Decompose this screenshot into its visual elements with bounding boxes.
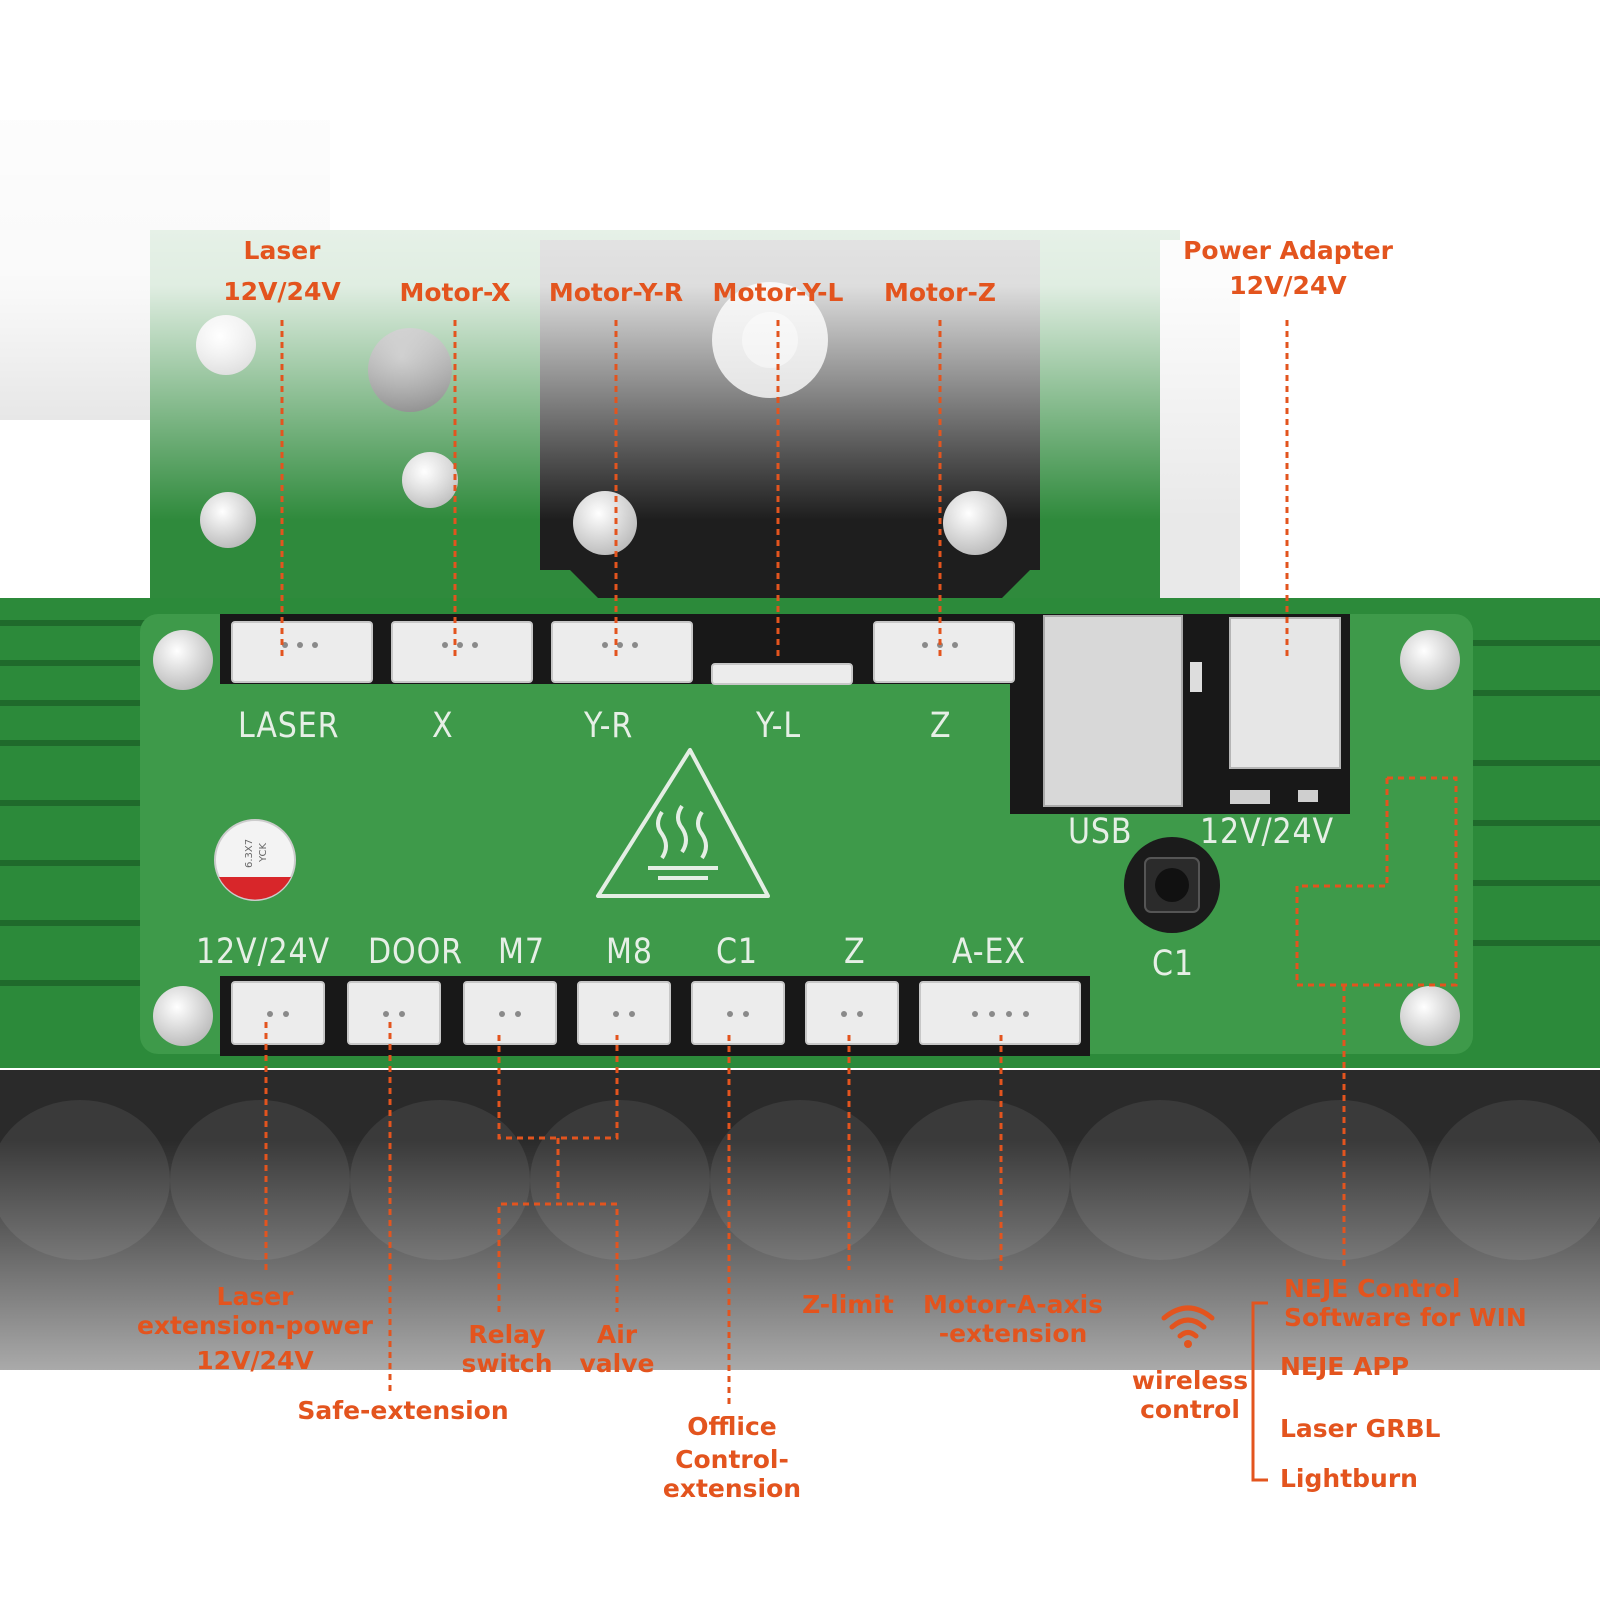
silk-m8: M8 [606, 932, 653, 972]
wireless-option-neje-app: NEJE APP [1280, 1352, 1410, 1381]
silk-y-l: Y-L [756, 706, 802, 746]
silk-door: DOOR [368, 932, 463, 972]
connector-m7 [463, 981, 557, 1045]
heat-warning-icon [596, 748, 770, 898]
top-connectors [231, 621, 1015, 685]
silk-x: X [432, 706, 454, 746]
connector-z-limit [805, 981, 899, 1045]
connector-z-top [873, 621, 1015, 683]
label-safe-extension: Safe-extension [297, 1396, 509, 1425]
label-motor-y-l: Motor-Y-L [712, 278, 844, 307]
label-power-adapter: Power Adapter 12V/24V [1183, 236, 1393, 300]
connector-y-l [711, 663, 853, 685]
wifi-icon [1161, 1305, 1215, 1348]
leader-lines [264, 320, 1458, 1408]
silk-usb: USB [1068, 812, 1133, 852]
silk-c1: C1 [716, 932, 758, 972]
wireless-option-neje-software: NEJE Control Software for WIN [1284, 1274, 1527, 1332]
label-laser: Laser 12V/24V [223, 236, 341, 306]
label-office-control: Offlice Control- extension [662, 1412, 802, 1503]
silk-a-ex: A-EX [952, 932, 1026, 972]
power-jack [1229, 617, 1341, 769]
label-relay-switch: Relay switch [461, 1320, 553, 1378]
svg-text:6.3X7: 6.3X7 [244, 839, 255, 868]
label-motor-z: Motor-Z [883, 278, 996, 307]
label-z-limit: Z-limit [802, 1290, 894, 1319]
usb-port [1043, 615, 1183, 807]
silk-c1-button: C1 [1152, 944, 1194, 984]
label-wireless-control: wireless control [1131, 1366, 1249, 1424]
connector-laser [231, 621, 373, 683]
label-laser-ext-power: Laser extension-power 12V/24V [136, 1282, 374, 1375]
svg-text:YCK: YCK [258, 842, 269, 863]
connector-c1 [691, 981, 785, 1045]
label-motor-x: Motor-X [399, 278, 511, 307]
connector-door [347, 981, 441, 1045]
silk-power: 12V/24V [1200, 812, 1334, 852]
label-air-valve: Air valve [579, 1320, 655, 1378]
silk-y-r: Y-R [584, 706, 634, 746]
leader-relay-split [497, 1202, 619, 1312]
connector-y-r [551, 621, 693, 683]
silk-z-top: Z [930, 706, 952, 746]
leader-wireless-box [1295, 776, 1458, 987]
label-motor-y-r: Motor-Y-R [548, 278, 684, 307]
mounting-screws [153, 630, 1460, 1046]
silk-12v-24v: 12V/24V [196, 932, 330, 972]
wireless-option-lightburn: Lightburn [1280, 1464, 1418, 1493]
silk-z-bottom: Z [844, 932, 866, 972]
connector-12v-24v [231, 981, 325, 1045]
label-motor-a-axis: Motor-A-axis -extension [922, 1290, 1104, 1348]
wireless-option-laser-grbl: Laser GRBL [1280, 1414, 1441, 1443]
silk-laser: LASER [238, 706, 340, 746]
silk-m7: M7 [498, 932, 545, 972]
bottom-connectors [231, 981, 1081, 1045]
wireless-bracket [1251, 1301, 1268, 1482]
connector-m8 [577, 981, 671, 1045]
capacitor: 6.3X7 YCK [214, 819, 296, 901]
connector-a-ex [919, 981, 1081, 1045]
connector-x [391, 621, 533, 683]
controller-board: 6.3X7 YCK [140, 614, 1473, 1056]
